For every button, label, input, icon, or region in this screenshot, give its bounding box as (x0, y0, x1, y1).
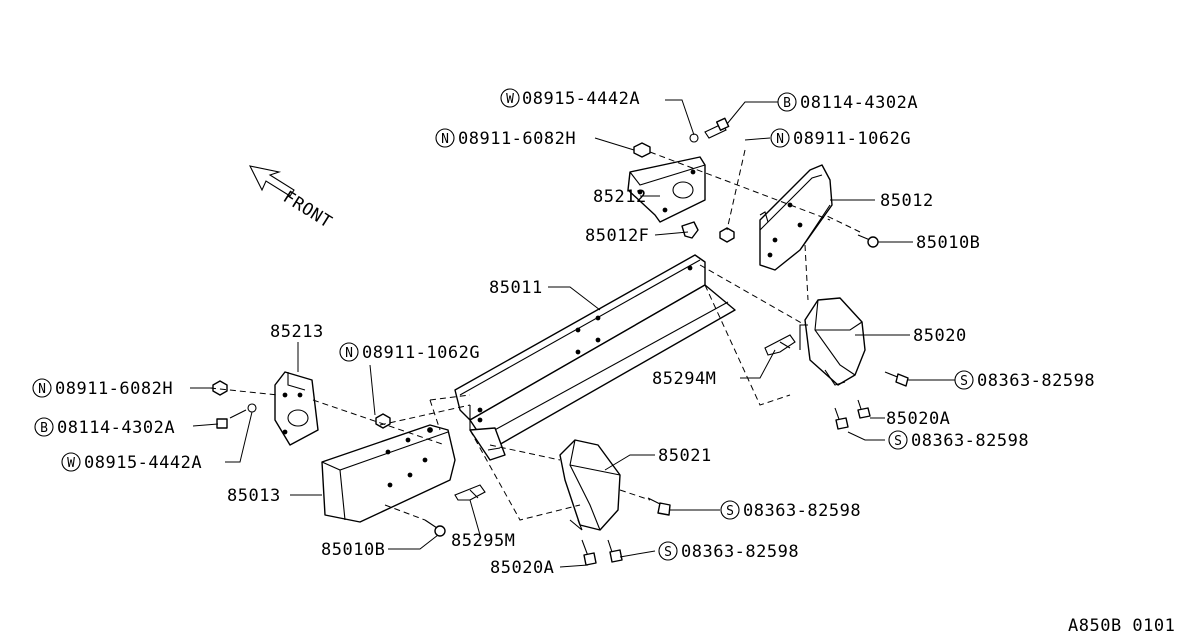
part-85013-end-cap (321, 424, 456, 523)
label-n-08911-6082-top: 08911-6082H (458, 129, 576, 149)
label-85213: 85213 (270, 322, 324, 342)
label-b-08114-top: 08114-4302A (800, 93, 918, 113)
svg-text:N: N (345, 346, 353, 361)
label-85020: 85020 (913, 326, 967, 346)
label-85013: 85013 (227, 486, 281, 506)
bolt-symbol-left: B (34, 417, 54, 437)
label-85012: 85012 (880, 191, 934, 211)
label-85021: 85021 (658, 446, 712, 466)
label-85012F: 85012F (585, 226, 649, 246)
label-85010B-right: 85010B (916, 233, 980, 253)
svg-text:B: B (783, 96, 791, 111)
label-s-08363-d: 08363-82598 (681, 542, 799, 562)
svg-text:N: N (441, 132, 449, 147)
label-85294M: 85294M (652, 369, 716, 389)
washer-symbol-left: W (61, 452, 81, 472)
part-85020-corner (799, 297, 866, 386)
part-85012-end-cap (759, 164, 833, 271)
svg-text:S: S (726, 504, 734, 519)
label-85010B-left: 85010B (321, 540, 385, 560)
svg-text:W: W (506, 92, 514, 107)
front-label: FRONT (279, 187, 335, 232)
label-b-08114-left: 08114-4302A (57, 418, 175, 438)
nut-symbol-top-left: N (435, 128, 455, 148)
nut-symbol-mid-left: N (339, 342, 359, 362)
leader-lines (190, 99, 955, 568)
label-n-08911-1062-top: 08911-1062G (793, 129, 911, 149)
diagram-code: A850B 0101 (1068, 616, 1175, 636)
washer-symbol-top: W (500, 88, 520, 108)
part-85294M-clip (764, 334, 796, 356)
svg-text:S: S (664, 545, 672, 560)
label-n-08911-6082-left: 08911-6082H (55, 379, 173, 399)
svg-text:N: N (776, 132, 784, 147)
part-85011-bumper-bar (454, 254, 736, 461)
label-85011: 85011 (489, 278, 543, 298)
part-labels: 08915-4442A 08114-4302A 08911-6082H 0891… (55, 89, 1175, 636)
label-s-08363-c: 08363-82598 (743, 501, 861, 521)
label-s-08363-a: 08363-82598 (977, 371, 1095, 391)
screw-symbol-c: S (720, 500, 740, 520)
nut-symbol-top-right: N (770, 128, 790, 148)
part-85021-corner (559, 439, 621, 531)
prefix-symbols: W B N N N N B W (32, 88, 974, 561)
bolt-symbol-top: B (777, 92, 797, 112)
svg-text:S: S (894, 434, 902, 449)
screw-symbol-b: S (888, 430, 908, 450)
screw-symbol-d: S (658, 541, 678, 561)
svg-text:N: N (38, 382, 46, 397)
label-85020A-right: 85020A (886, 409, 950, 429)
screw-symbol-a: S (954, 370, 974, 390)
label-s-08363-b: 08363-82598 (911, 431, 1029, 451)
svg-text:S: S (960, 374, 968, 389)
front-arrow: FRONT (249, 165, 335, 233)
label-w-08915-top: 08915-4442A (522, 89, 640, 109)
part-85295M-clip (454, 484, 486, 501)
label-85020A-left: 85020A (490, 558, 554, 578)
part-85212-bracket (627, 156, 706, 223)
svg-text:W: W (67, 456, 75, 471)
part-85213-bracket (274, 371, 319, 446)
label-85212: 85212 (593, 187, 647, 207)
label-n-08911-1062-left: 08911-1062G (362, 343, 480, 363)
assembly-lines (209, 149, 861, 521)
nut-symbol-left: N (32, 378, 52, 398)
svg-text:B: B (40, 421, 48, 436)
front-arrow-icon (249, 165, 295, 197)
fasteners (212, 117, 909, 566)
label-w-08915-left: 08915-4442A (84, 453, 202, 473)
label-85295M: 85295M (451, 531, 515, 551)
